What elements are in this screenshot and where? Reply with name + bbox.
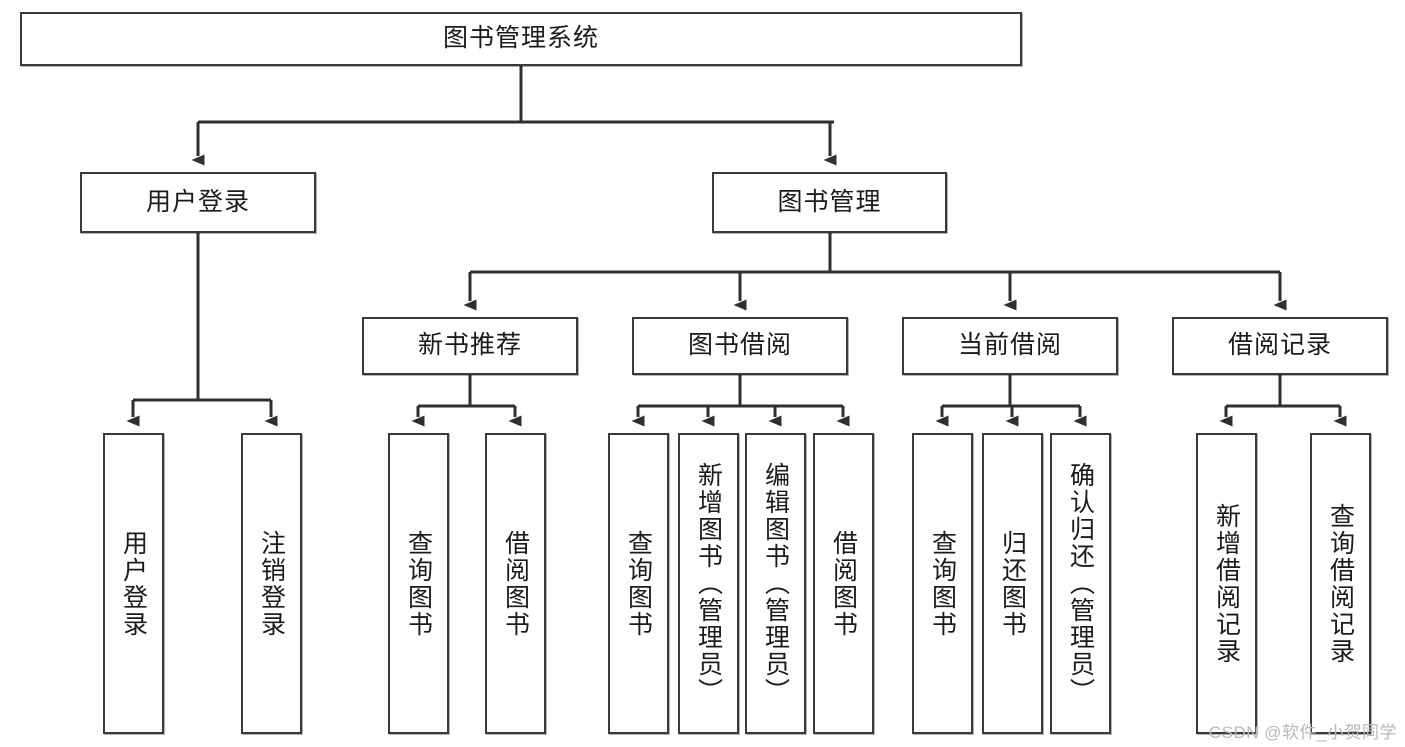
node-leaf-add-book[interactable]: 新增图书（管理员） — [678, 433, 739, 734]
node-borrow-record-label: 借阅记录 — [1227, 331, 1332, 360]
node-current-borrow[interactable]: 当前借阅 — [902, 317, 1118, 375]
node-leaf-query-record[interactable]: 查询借阅记录 — [1310, 433, 1371, 734]
node-leaf-return-book[interactable]: 归还图书 — [982, 433, 1043, 734]
node-book-manage-label: 图书管理 — [777, 187, 882, 216]
node-leaf-borrow-book-2-label: 借阅图书 — [829, 529, 858, 638]
watermark-text: CSDN @软件_小贺同学 — [1208, 723, 1397, 742]
node-new-book-rec[interactable]: 新书推荐 — [362, 317, 578, 375]
node-leaf-borrow-book-1[interactable]: 借阅图书 — [485, 433, 546, 734]
node-leaf-confirm-return[interactable]: 确认归还（管理员） — [1050, 433, 1111, 734]
node-leaf-edit-book-label: 编辑图书（管理员） — [761, 462, 790, 705]
node-leaf-add-record-label: 新增借阅记录 — [1212, 502, 1241, 665]
node-leaf-logout-label: 注销登录 — [257, 529, 286, 638]
node-leaf-user-login-label: 用户登录 — [119, 529, 148, 638]
node-leaf-logout[interactable]: 注销登录 — [241, 433, 302, 734]
node-root-label: 图书管理系统 — [442, 24, 599, 53]
node-leaf-query-book-2[interactable]: 查询图书 — [608, 433, 669, 734]
node-user-login[interactable]: 用户登录 — [80, 172, 316, 233]
node-leaf-query-book-1[interactable]: 查询图书 — [388, 433, 449, 734]
node-leaf-borrow-book-2[interactable]: 借阅图书 — [813, 433, 874, 734]
node-new-book-rec-label: 新书推荐 — [417, 331, 522, 360]
node-leaf-query-record-label: 查询借阅记录 — [1326, 502, 1355, 665]
node-book-borrow[interactable]: 图书借阅 — [632, 317, 848, 375]
node-root[interactable]: 图书管理系统 — [20, 12, 1022, 66]
node-leaf-query-book-3[interactable]: 查询图书 — [912, 433, 973, 734]
node-leaf-query-book-2-label: 查询图书 — [624, 529, 653, 638]
node-leaf-user-login[interactable]: 用户登录 — [103, 433, 164, 734]
node-leaf-edit-book[interactable]: 编辑图书（管理员） — [745, 433, 806, 734]
node-book-borrow-label: 图书借阅 — [687, 331, 792, 360]
node-leaf-query-book-1-label: 查询图书 — [404, 529, 433, 638]
node-leaf-return-book-label: 归还图书 — [998, 529, 1027, 638]
node-borrow-record[interactable]: 借阅记录 — [1172, 317, 1388, 375]
node-book-manage[interactable]: 图书管理 — [712, 172, 947, 233]
node-leaf-query-book-3-label: 查询图书 — [928, 529, 957, 638]
node-leaf-confirm-return-label: 确认归还（管理员） — [1066, 462, 1095, 705]
node-leaf-add-record[interactable]: 新增借阅记录 — [1196, 433, 1257, 734]
node-user-login-label: 用户登录 — [145, 187, 250, 216]
node-leaf-add-book-label: 新增图书（管理员） — [694, 462, 723, 705]
node-leaf-borrow-book-1-label: 借阅图书 — [501, 529, 530, 638]
node-current-borrow-label: 当前借阅 — [957, 331, 1062, 360]
